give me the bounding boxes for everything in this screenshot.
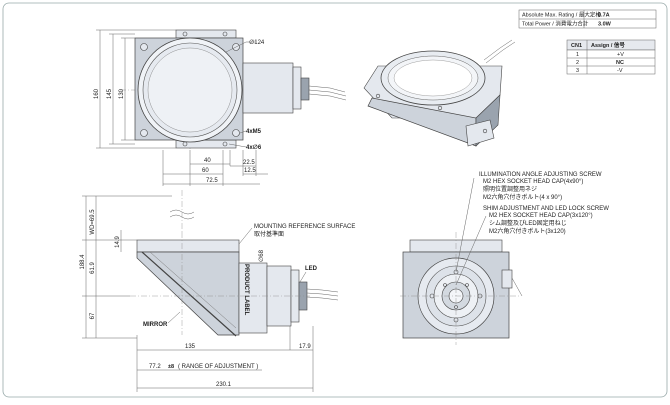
dim-width-22-5: 22.5 — [243, 160, 255, 166]
holes-callout: 4x∅6 — [246, 144, 262, 151]
spec-value: 3.0W — [598, 22, 612, 28]
spec-label: Total Power / 消費電力合計 — [522, 20, 589, 28]
shim-note-spec: M2 HEX SOCKET HEAD CAP(3x120°) — [489, 213, 593, 219]
dim-61-9: 61.9 — [90, 262, 96, 274]
isometric-view — [363, 39, 516, 147]
dim-230-1: 230.1 — [216, 382, 232, 388]
illumination-note-jp-spec: M2六角穴付きボルト(4 x 90°) — [483, 193, 562, 201]
spec-table: Absolute Max. Rating / 最大定格 0.7A Total P… — [518, 9, 657, 29]
spec-label: Absolute Max. Rating / 最大定格 — [522, 11, 601, 19]
mounting-reference-label: MOUNTING REFERENCE SURFACE — [254, 224, 355, 230]
diameter-68: ∅68 — [258, 249, 265, 262]
mirror-label: MIRROR — [143, 322, 168, 328]
illumination-note-title: ILLUMINATION ANGLE ADJUSTING SCREW — [479, 172, 602, 178]
dim-working-distance: WD=69.5 — [90, 209, 96, 235]
led-label: LED — [305, 266, 318, 272]
product-label: PRODUCT LABEL — [243, 264, 249, 316]
dim-67: 67 — [90, 312, 96, 319]
pin-assign: -V — [617, 68, 623, 74]
dim-width-12-5: 12.5 — [244, 168, 256, 174]
dim-height-145: 145 — [107, 88, 113, 99]
dim-width-72-5: 72.5 — [206, 178, 218, 184]
pin-number: 3 — [576, 68, 579, 74]
dim-width-60: 60 — [202, 168, 209, 174]
side-view: MOUNTING REFERENCE SURFACE 取付基準面 ∅68 PRO… — [80, 190, 355, 392]
dim-14-9: 14.9 — [115, 236, 121, 248]
shim-note-jp: シム調整及びLED固定用ねじ — [489, 219, 567, 227]
illumination-note-jp: 照明位置調整用ネジ — [483, 185, 537, 193]
pin-assign: +V — [617, 52, 624, 58]
dim-188-4: 188.4 — [80, 254, 86, 270]
pin-table: CN1 Assign / 信号 1 +V 2 NC 3 -V — [566, 39, 656, 75]
adjustment-value: 77.2 — [149, 364, 161, 370]
shim-note-jp-spec: M2六角穴付きボルト(3x120) — [489, 227, 566, 235]
pin-number: 2 — [576, 60, 579, 66]
adjustment-tolerance: ±8 — [168, 364, 174, 370]
assign-header: Assign / 信号 — [591, 41, 625, 49]
shim-note-title: SHIM ADJUSTMENT AND LED LOCK SCREW — [483, 206, 609, 212]
dim-height-160: 160 — [94, 88, 100, 99]
dim-diameter-124: ∅124 — [249, 39, 265, 46]
dim-width-40: 40 — [204, 158, 211, 164]
adjustment-range: ( RANGE OF ADJUSTMENT ) — [178, 364, 258, 370]
screws-callout: 4xM5 — [246, 129, 262, 135]
bottom-view: ILLUMINATION ANGLE ADJUSTING SCREW M2 HE… — [400, 172, 609, 345]
pin-number: 1 — [576, 52, 579, 58]
spec-value: 0.7A — [598, 13, 610, 19]
pin-header: CN1 — [571, 43, 582, 49]
pin-assign: NC — [616, 60, 624, 66]
front-view: 160 145 130 ∅124 4xM5 4x∅6 40 22.5 60 12… — [94, 29, 347, 186]
dim-135: 135 — [185, 344, 196, 350]
dim-height-130: 130 — [119, 88, 125, 99]
mounting-reference-jp: 取付基準面 — [254, 230, 284, 238]
dim-17-9: 17.9 — [299, 344, 311, 350]
illumination-note-spec: M2 HEX SOCKET HEAD CAP(4x90°) — [483, 179, 583, 185]
